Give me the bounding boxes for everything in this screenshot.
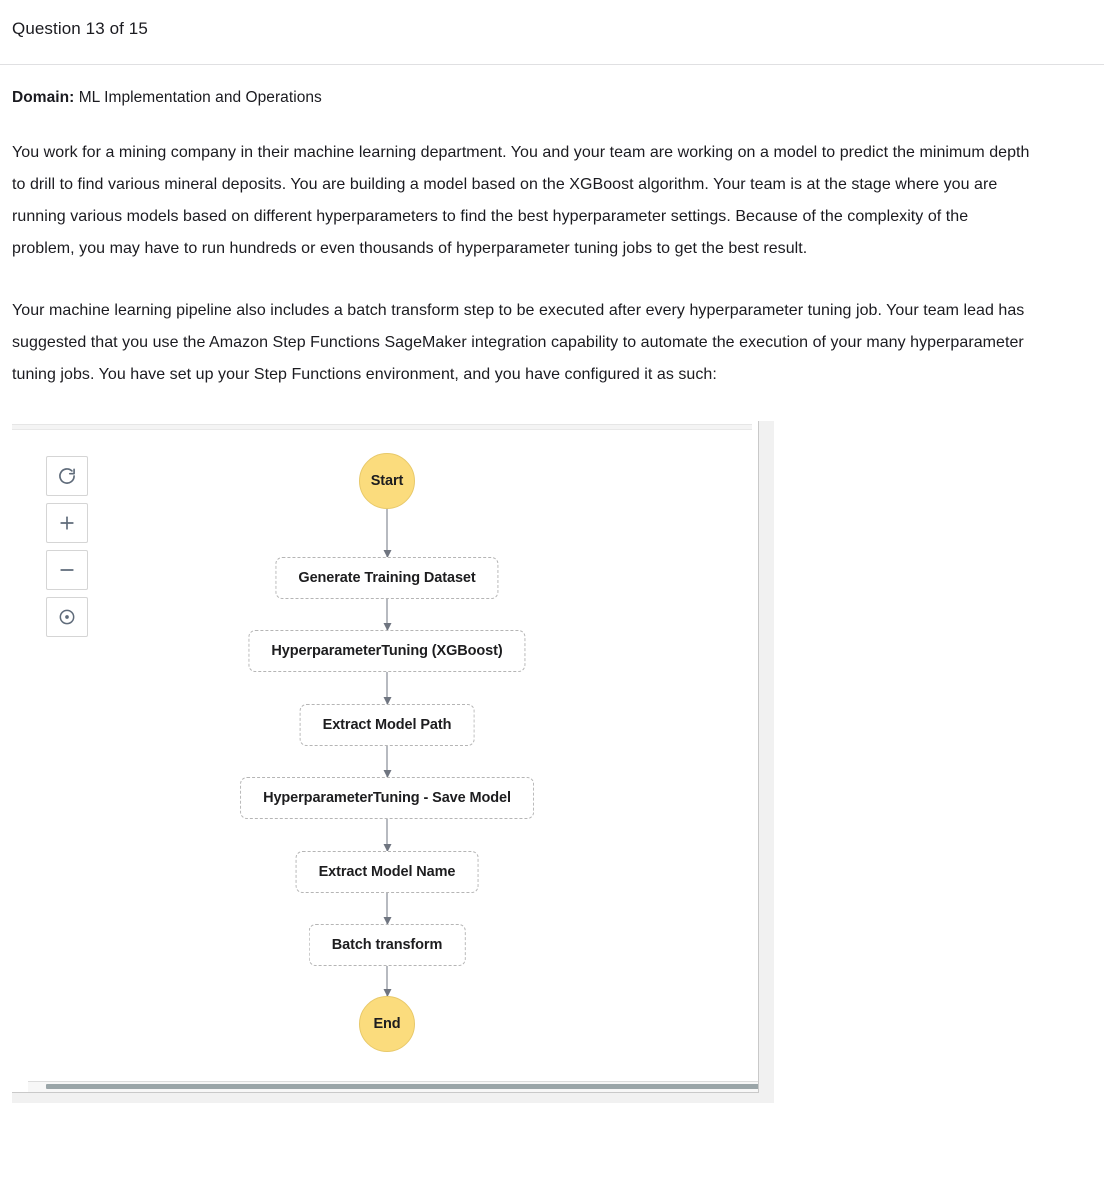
graph-node-label: Generate Training Dataset (298, 570, 476, 586)
center-graph-button[interactable] (46, 597, 88, 637)
edge-hpt-to-path (386, 672, 388, 704)
zoom-in-icon (57, 513, 77, 533)
horizontal-scrollbar-thumb[interactable] (46, 1084, 758, 1089)
graph-node-name[interactable]: Extract Model Name (295, 851, 479, 893)
zoom-out-button[interactable] (46, 550, 88, 590)
graph-node-gen[interactable]: Generate Training Dataset (275, 557, 499, 599)
edge-batch-to-end (386, 966, 388, 996)
question-paragraph-1: You work for a mining company in their m… (12, 144, 1030, 257)
graph-node-label: End (373, 1016, 401, 1032)
refresh-button[interactable] (46, 456, 88, 496)
graph-toolbar (46, 456, 88, 637)
graph-node-label: Extract Model Path (322, 717, 452, 733)
graph-node-save[interactable]: HyperparameterTuning - Save Model (240, 777, 534, 819)
domain-label: Domain: (12, 89, 75, 106)
graph-node-hpt[interactable]: HyperparameterTuning (XGBoost) (248, 630, 526, 672)
horizontal-scrollbar-top[interactable] (12, 424, 752, 430)
header-divider (0, 64, 1104, 65)
domain-value: ML Implementation and Operations (74, 89, 322, 106)
center-icon (57, 607, 77, 627)
graph-node-label: Start (370, 473, 404, 489)
graph-node-label: Batch transform (331, 937, 443, 953)
horizontal-scrollbar-track[interactable] (28, 1081, 758, 1092)
graph-node-path[interactable]: Extract Model Path (299, 704, 475, 746)
edge-path-to-save (386, 746, 388, 777)
zoom-out-icon (57, 560, 77, 580)
graph-node-label: HyperparameterTuning - Save Model (263, 790, 511, 806)
graph-node-label: Extract Model Name (318, 864, 456, 880)
edge-name-to-batch (386, 893, 388, 924)
edge-gen-to-hpt (386, 599, 388, 630)
question-paragraph-2: Your machine learning pipeline also incl… (12, 302, 1025, 383)
graph-node-end[interactable]: End (359, 996, 415, 1052)
edge-start-to-gen (386, 509, 388, 557)
question-body: Domain: ML Implementation and Operations… (0, 65, 1104, 1103)
question-header: Question 13 of 15 (0, 0, 1104, 64)
refresh-icon (57, 466, 77, 486)
domain-line: Domain: ML Implementation and Operations (12, 87, 1092, 109)
page-title: Question 13 of 15 (12, 19, 148, 38)
zoom-in-button[interactable] (46, 503, 88, 543)
edge-save-to-name (386, 819, 388, 851)
graph-node-start[interactable]: Start (359, 453, 415, 509)
graph-node-label: HyperparameterTuning (XGBoost) (271, 643, 503, 659)
graph-node-batch[interactable]: Batch transform (308, 924, 466, 966)
